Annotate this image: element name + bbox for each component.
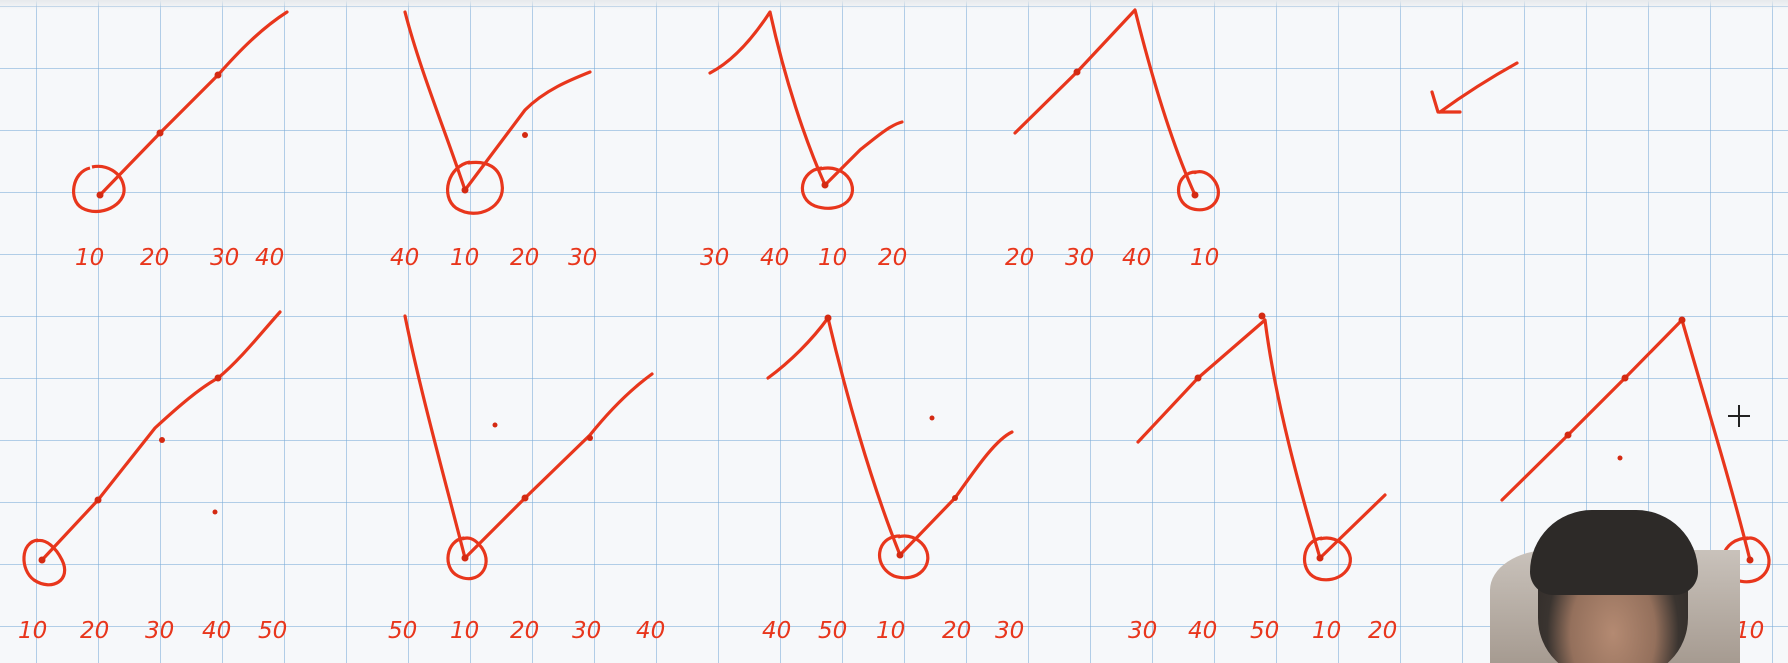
bottom-graph-1-label: 50: [258, 618, 287, 644]
top-graph-4-point: [1073, 68, 1081, 76]
bottom-graph-3-line: [766, 316, 1014, 557]
bottom-graph-5-point: [1564, 431, 1572, 439]
bottom-graph-1-line: [40, 310, 282, 562]
bottom-graph-2-min-circle: [446, 536, 488, 581]
top-graph-3: 30 40 10 20: [700, 10, 907, 271]
bottom-graph-5-point: [1678, 316, 1686, 324]
top-graph-1-label: 40: [255, 245, 284, 271]
bottom-graph-4-label: 20: [1368, 618, 1397, 644]
bottom-graph-3-point: [929, 415, 935, 421]
bottom-graph-1-label: 30: [145, 618, 174, 644]
top-graph-3-label: 30: [700, 245, 729, 271]
top-graph-1-point: [156, 129, 164, 137]
bottom-graph-1-point: [159, 437, 165, 443]
bottom-graph-4-point: [1194, 374, 1202, 382]
top-graph-4-label: 40: [1122, 245, 1151, 271]
bottom-graph-3-label: 40: [762, 618, 791, 644]
bottom-graph-4-label: 30: [1128, 618, 1157, 644]
bottom-graph-2: 50 10 20 30 40: [388, 314, 665, 644]
bottom-graph-4-line: [1136, 318, 1387, 560]
bottom-graph-1-point: [212, 509, 218, 515]
bottom-graph-1-min-circle: [22, 538, 67, 587]
top-edge: [0, 0, 1788, 10]
top-graph-2-label: 20: [510, 245, 539, 271]
bottom-graph-3-label: 20: [942, 618, 971, 644]
bottom-graph-4-label: 10: [1312, 618, 1341, 644]
top-graph-1: 10 20 30 40: [72, 10, 289, 271]
bottom-graph-1-point: [214, 374, 222, 382]
bottom-graph-2-label: 20: [510, 618, 539, 644]
bottom-graph-1-label: 40: [202, 618, 231, 644]
top-graph-1-line: [98, 10, 289, 197]
top-graph-4-label: 10: [1190, 245, 1219, 271]
bottom-graph-3-label: 30: [995, 618, 1024, 644]
top-graph-1-min-circle: [72, 164, 126, 214]
bottom-graph-3-point: [952, 495, 958, 501]
arrow-down-left-icon: [1430, 61, 1519, 114]
top-graph-1-label: 30: [210, 245, 239, 271]
bottom-graph-5-point: [1617, 455, 1623, 461]
bottom-graph-1-point: [94, 496, 102, 504]
bottom-graph-2-line: [403, 314, 654, 560]
bottom-graph-3-label: 50: [818, 618, 847, 644]
bottom-graph-4-label: 40: [1188, 618, 1217, 644]
bottom-graph-1-label: 10: [18, 618, 47, 644]
bottom-graph-4-min-circle: [1302, 536, 1352, 582]
bottom-graph-4-label: 50: [1250, 618, 1279, 644]
top-graph-4-point: [1191, 191, 1199, 199]
bottom-graph-1-label: 20: [80, 618, 109, 644]
bottom-graph-5-point: [1621, 374, 1629, 382]
bottom-graph-2-point: [521, 494, 529, 502]
top-graph-1-label: 20: [140, 245, 169, 271]
top-graph-3-label: 40: [760, 245, 789, 271]
top-graph-4-label: 30: [1065, 245, 1094, 271]
top-graph-4-min-circle: [1176, 170, 1220, 212]
bottom-graph-4: 30 40 50 10 20: [1128, 312, 1397, 644]
bottom-graph-2-point: [461, 554, 469, 562]
presenter-webcam: [1490, 510, 1740, 663]
bottom-graph-3-min-circle: [877, 534, 930, 580]
bottom-graph-3-point: [896, 551, 904, 559]
top-graph-2-label: 30: [568, 245, 597, 271]
bottom-graph-4-point: [1316, 554, 1324, 562]
top-graph-2-label: 10: [450, 245, 479, 271]
presenter-hair: [1530, 510, 1698, 595]
bottom-graph-2-point: [587, 435, 593, 441]
bottom-graph-4-point: [1258, 312, 1266, 320]
top-graph-3-point: [821, 181, 829, 189]
bottom-graph-1-point: [38, 556, 46, 564]
top-graph-3-min-circle: [800, 166, 854, 210]
top-graph-2-point: [522, 132, 528, 138]
top-graph-2: 40 10 20 30: [390, 10, 597, 271]
top-graph-2-line: [403, 10, 592, 192]
top-graph-1-point: [96, 191, 104, 199]
bottom-graph-5-point: [1746, 556, 1754, 564]
top-graph-3-label: 10: [818, 245, 847, 271]
bottom-graph-2-label: 50: [388, 618, 417, 644]
bottom-graph-3-point: [824, 314, 832, 322]
crosshair-cursor-icon: [1728, 405, 1750, 427]
top-graph-1-label: 10: [75, 245, 104, 271]
top-graph-1-point: [214, 71, 222, 79]
top-graph-2-min-circle: [446, 160, 504, 215]
top-graph-2-label: 40: [390, 245, 419, 271]
bottom-graph-2-label: 40: [636, 618, 665, 644]
top-graph-4: 20 30 40 10: [1005, 8, 1220, 271]
bottom-graph-2-point: [492, 422, 498, 428]
top-graph-2-point: [461, 186, 469, 194]
bottom-graph-3-label: 10: [876, 618, 905, 644]
top-graph-3-line: [708, 10, 904, 187]
top-graph-4-label: 20: [1005, 245, 1034, 271]
bottom-graph-3: 40 50 10 20 30: [762, 314, 1024, 644]
top-graph-4-line: [1013, 8, 1197, 197]
bottom-graph-2-label: 30: [572, 618, 601, 644]
bottom-graph-2-label: 10: [450, 618, 479, 644]
top-graph-3-label: 20: [878, 245, 907, 271]
bottom-graph-1: 10 20 30 40 50: [18, 310, 287, 644]
